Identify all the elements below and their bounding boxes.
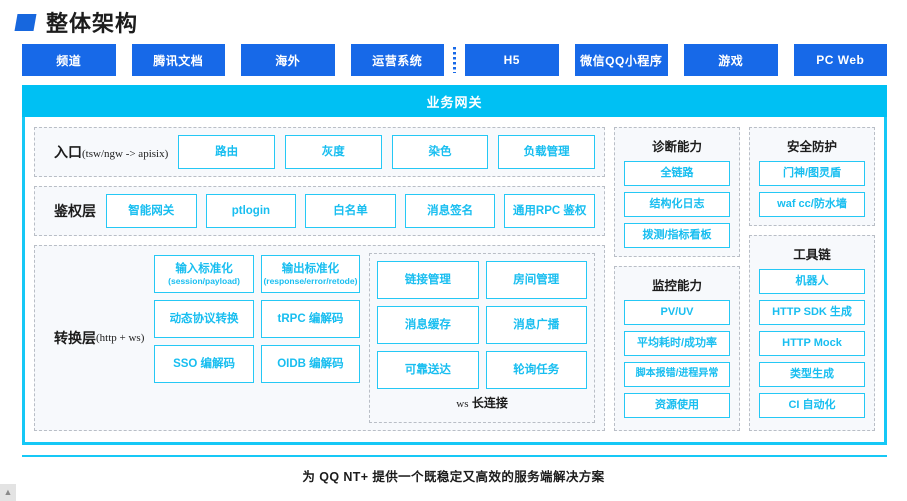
transform-item-input-standardization[interactable]: 输入标准化 (session/payload) — [154, 255, 254, 293]
transform-layer-label-sub: (http + ws) — [96, 332, 145, 344]
transform-layer-body: 输入标准化 (session/payload) 输出标准化 (response/… — [154, 253, 595, 423]
auth-layer-label: 鉴权层 — [54, 203, 96, 219]
ws-group-label-prefix: ws — [456, 398, 469, 410]
auth-item-whitelist[interactable]: 白名单 — [305, 194, 396, 228]
transform-item-output-standardization-main: 输出标准化 — [281, 262, 340, 275]
left-layers-column: 入口(tsw/ngw -> apisix) 路由 灰度 染色 负载管理 鉴权层 … — [34, 127, 605, 431]
platform-button-wechat-qq-miniprogram[interactable]: 微信QQ小程序 — [574, 44, 669, 76]
panel-security-title: 安全防护 — [786, 140, 837, 154]
page-title-row: 整体架构 — [0, 0, 907, 36]
transform-item-input-standardization-sub: (session/payload) — [168, 275, 240, 286]
auth-item-generic-rpc-auth[interactable]: 通用RPC 鉴权 — [504, 194, 595, 228]
panel-security: 安全防护 门神/图灵盾 waf cc/防水墙 — [749, 127, 875, 226]
panel-monitoring-title: 监控能力 — [651, 279, 702, 293]
platform-button-game[interactable]: 游戏 — [684, 44, 778, 76]
auth-layer: 鉴权层 智能网关 ptlogin 白名单 消息签名 通用RPC 鉴权 — [34, 186, 605, 236]
auth-item-smart-gateway[interactable]: 智能网关 — [106, 194, 197, 228]
platform-button-tencent-docs[interactable]: 腾讯文档 — [131, 44, 226, 76]
panel-toolchain-title: 工具链 — [793, 248, 831, 262]
transform-item-input-standardization-main: 输入标准化 — [175, 262, 233, 275]
entry-item-load-management[interactable]: 负载管理 — [498, 135, 595, 169]
toolchain-item-http-sdk-generation[interactable]: HTTP SDK 生成 — [759, 300, 865, 325]
monitoring-item-resource-usage[interactable]: 资源使用 — [624, 393, 730, 418]
architecture-body: 入口(tsw/ngw -> apisix) 路由 灰度 染色 负载管理 鉴权层 … — [22, 117, 887, 445]
diagnostics-item-probe-metrics-board[interactable]: 拨测/指标看板 — [624, 223, 730, 248]
security-toolchain-column: 安全防护 门神/图灵盾 waf cc/防水墙 工具链 机器人 HTTP SDK … — [749, 127, 875, 431]
entry-layer-label: 入口(tsw/ngw -> apisix) — [44, 142, 178, 162]
ws-items-grid: 链接管理 房间管理 消息缓存 消息广播 可靠送达 轮询任务 — [377, 261, 587, 389]
ws-item-reliable-delivery[interactable]: 可靠送达 — [377, 351, 479, 389]
diagnostics-item-structured-logs[interactable]: 结构化日志 — [624, 192, 730, 217]
entry-item-gray-release[interactable]: 灰度 — [284, 135, 382, 169]
entry-item-staining[interactable]: 染色 — [391, 135, 489, 169]
auth-layer-items: 智能网关 ptlogin 白名单 消息签名 通用RPC 鉴权 — [106, 194, 595, 228]
auth-item-ptlogin[interactable]: ptlogin — [205, 194, 297, 228]
entry-layer-label-main: 入口 — [54, 144, 82, 160]
transform-layer-label: 转换层(http + ws) — [44, 253, 154, 423]
ws-item-connection-management[interactable]: 链接管理 — [377, 261, 479, 299]
transform-item-dynamic-protocol-conversion[interactable]: 动态协议转换 — [154, 300, 254, 338]
scroll-top-widget-icon[interactable]: ▲ — [0, 484, 16, 501]
platform-button-h5[interactable]: H5 — [464, 44, 559, 76]
ws-item-message-broadcast[interactable]: 消息广播 — [485, 306, 587, 344]
transform-item-output-standardization-sub: (response/error/retode) — [263, 275, 358, 286]
auth-item-message-signature[interactable]: 消息签名 — [404, 194, 496, 228]
panel-toolchain: 工具链 机器人 HTTP SDK 生成 HTTP Mock 类型生成 CI 自动… — [749, 235, 875, 431]
toolchain-item-http-mock[interactable]: HTTP Mock — [759, 331, 865, 356]
diagnostics-monitoring-column: 诊断能力 全链路 结构化日志 拨测/指标看板 监控能力 PV/UV 平均耗时/成… — [614, 127, 740, 431]
transform-items-grid: 输入标准化 (session/payload) 输出标准化 (response/… — [154, 253, 361, 423]
transform-item-trpc-codec[interactable]: tRPC 编解码 — [260, 300, 361, 338]
platform-divider-dotted-icon — [453, 47, 456, 73]
ws-item-message-cache[interactable]: 消息缓存 — [377, 306, 479, 344]
toolchain-item-type-generation[interactable]: 类型生成 — [759, 362, 865, 387]
platform-button-overseas[interactable]: 海外 — [241, 44, 335, 76]
transform-item-oidb-codec[interactable]: OIDB 编解码 — [260, 345, 361, 383]
ws-long-connection-group: 链接管理 房间管理 消息缓存 消息广播 可靠送达 轮询任务 ws 长连接 — [369, 253, 595, 423]
security-item-menshen-turing-shield[interactable]: 门神/图灵盾 — [759, 161, 865, 186]
panel-monitoring: 监控能力 PV/UV 平均耗时/成功率 脚本报错/进程异常 资源使用 — [614, 266, 740, 431]
panel-diagnostics: 诊断能力 全链路 结构化日志 拨测/指标看板 — [614, 127, 740, 257]
security-item-waf-cc-firewall[interactable]: waf cc/防水墙 — [759, 192, 865, 217]
transform-layer-label-main: 转换层 — [54, 330, 96, 346]
platform-button-pc-web[interactable]: PC Web — [793, 44, 888, 76]
ws-group-label: ws 长连接 — [377, 389, 587, 411]
footer-divider — [22, 455, 887, 457]
page-title: 整体架构 — [46, 11, 139, 36]
toolchain-item-robot[interactable]: 机器人 — [759, 269, 865, 294]
monitoring-item-avg-latency-success-rate[interactable]: 平均耗时/成功率 — [624, 331, 730, 356]
transform-layer: 转换层(http + ws) 输入标准化 (session/payload) 输… — [34, 245, 605, 431]
transform-item-sso-codec[interactable]: SSO 编解码 — [154, 345, 254, 383]
monitoring-item-script-error-process-exception[interactable]: 脚本报错/进程异常 — [624, 362, 730, 387]
platform-button-ops-system[interactable]: 运营系统 — [350, 44, 445, 76]
ws-item-room-management[interactable]: 房间管理 — [485, 261, 587, 299]
ws-item-polling-task[interactable]: 轮询任务 — [485, 351, 587, 389]
transform-item-output-standardization[interactable]: 输出标准化 (response/error/retode) — [260, 255, 361, 293]
toolchain-item-ci-automation[interactable]: CI 自动化 — [759, 393, 865, 418]
panel-diagnostics-title: 诊断能力 — [651, 140, 702, 154]
title-bullet-icon — [14, 13, 37, 31]
entry-item-route[interactable]: 路由 — [178, 135, 275, 169]
monitoring-item-pv-uv[interactable]: PV/UV — [624, 300, 730, 325]
entry-layer-label-sub: (tsw/ngw -> apisix) — [82, 148, 169, 160]
footer-caption: 为 QQ NT+ 提供一个既稳定又高效的服务端解决方案 — [302, 470, 605, 484]
business-gateway-bar: 业务网关 — [22, 85, 887, 117]
platform-button-channel[interactable]: 频道 — [22, 44, 116, 76]
platform-button-row: 频道 腾讯文档 海外 运营系统 H5 微信QQ小程序 游戏 PC Web — [0, 36, 907, 76]
entry-layer: 入口(tsw/ngw -> apisix) 路由 灰度 染色 负载管理 — [34, 127, 605, 177]
diagnostics-item-full-link[interactable]: 全链路 — [624, 161, 730, 186]
entry-layer-items: 路由 灰度 染色 负载管理 — [178, 135, 595, 169]
ws-group-label-main: 长连接 — [471, 396, 508, 410]
